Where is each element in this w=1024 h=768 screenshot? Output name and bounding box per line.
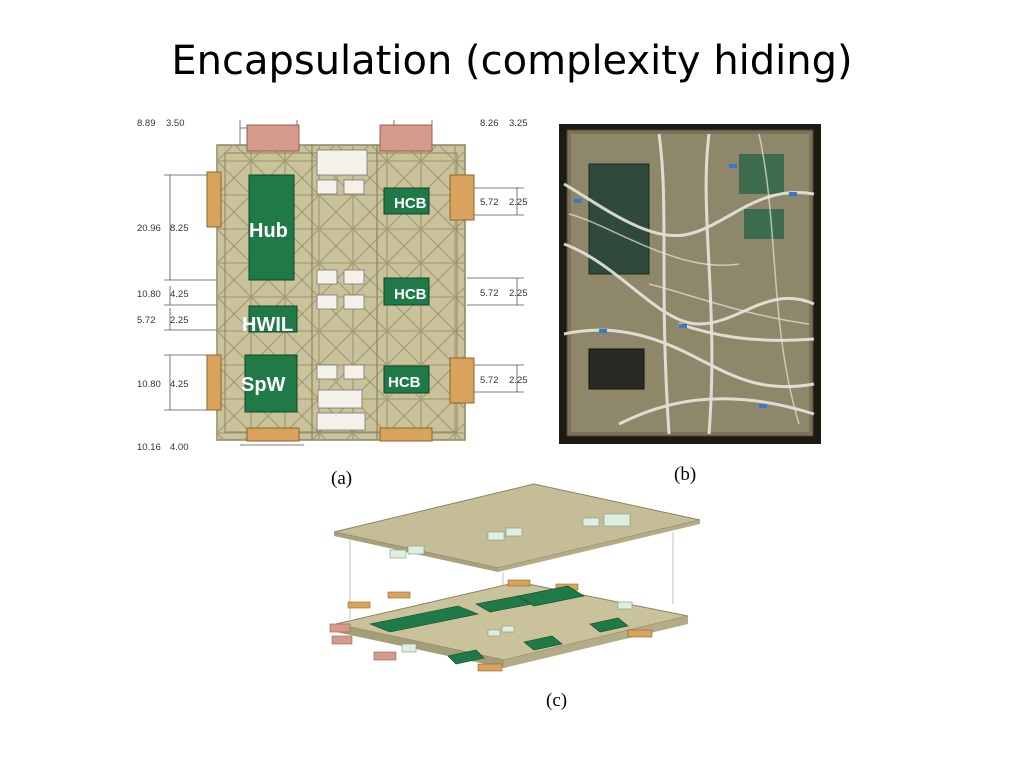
caption-c: (c)	[546, 690, 568, 711]
dim-2: 8.26	[480, 118, 499, 129]
spw-module	[244, 354, 298, 413]
dim-r1: 5.72	[480, 197, 499, 208]
modules	[244, 174, 430, 413]
hcb-module-1	[383, 187, 430, 215]
dim-1b: 3.50	[166, 118, 185, 129]
dim-4b: 4.25	[170, 289, 189, 300]
dim-4: 10.80	[137, 289, 161, 300]
hcb-module-2	[383, 277, 430, 306]
dim-5b: 2.25	[170, 315, 189, 326]
hcb-label-3: HCB	[388, 374, 421, 391]
hardware-photo	[559, 124, 821, 444]
spw-label: SpW	[241, 374, 286, 396]
hwil-label: HWIL	[242, 314, 293, 336]
dim-5: 5.72	[137, 315, 156, 326]
slide-title: Encapsulation (complexity hiding)	[171, 38, 853, 84]
cable-ties	[574, 164, 797, 408]
dim-3: 20.96	[137, 223, 161, 234]
dimension-lines-right	[467, 187, 524, 393]
dim-r1b: 2.25	[509, 197, 528, 208]
hcb-label-1: HCB	[394, 195, 427, 212]
dim-2b: 3.25	[509, 118, 528, 129]
dim-r3: 5.72	[480, 375, 499, 386]
layout-drawing: Hub HWIL SpW HCB HCB HCB 8.89 3.50 8.26 …	[137, 118, 528, 453]
top-lid	[333, 483, 701, 569]
dim-7b: 4.00	[170, 442, 189, 453]
dim-7: 10.16	[137, 442, 161, 453]
dim-6: 10.80	[137, 379, 161, 390]
hub-module	[248, 174, 295, 281]
dim-r2b: 2.25	[509, 288, 528, 299]
caption-a: (a)	[331, 468, 353, 489]
hub-label: Hub	[249, 220, 288, 242]
dim-r2: 5.72	[480, 288, 499, 299]
dimension-labels: 8.89 3.50 8.26 3.25 20.96 8.25 10.80 4.2…	[137, 118, 528, 453]
dim-r3b: 2.25	[509, 375, 528, 386]
hwil-module	[248, 305, 298, 333]
center-components	[316, 149, 368, 431]
dim-6b: 4.25	[170, 379, 189, 390]
dim-3b: 8.25	[170, 223, 189, 234]
hcb-module-3	[383, 365, 430, 394]
connectors	[206, 124, 475, 442]
hcb-label-2: HCB	[394, 286, 427, 303]
caption-b: (b)	[674, 464, 697, 485]
dim-1: 8.89	[137, 118, 156, 129]
exploded-view	[329, 483, 701, 672]
